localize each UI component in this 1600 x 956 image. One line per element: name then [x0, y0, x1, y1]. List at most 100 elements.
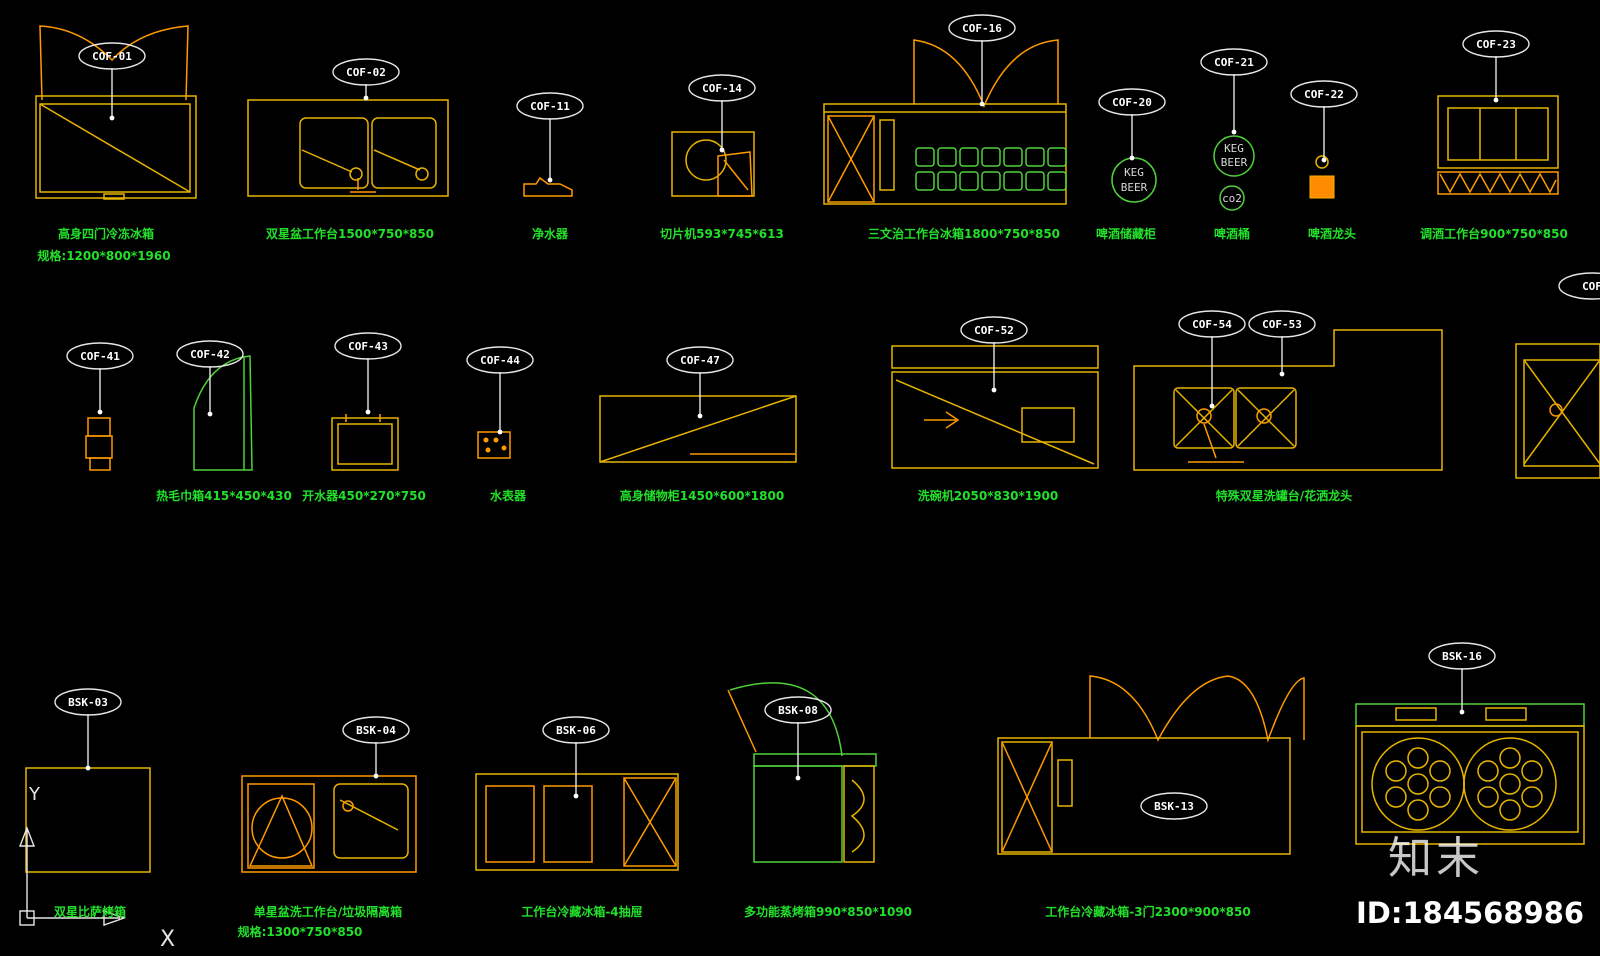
equipment-caption: 单星盆洗工作台/垃圾隔离箱: [254, 904, 402, 919]
equipment-caption: 啤酒储藏柜: [1096, 226, 1156, 241]
fixture-cof-54-53[interactable]: [1133, 329, 1443, 471]
equipment-tag-bsk-08[interactable]: BSK-08: [764, 696, 832, 724]
leader-dot: [97, 409, 103, 415]
tag-bubble: [1290, 80, 1358, 108]
equipment-caption: 啤酒龙头: [1308, 226, 1356, 241]
tag-label: COF-47: [680, 354, 720, 367]
equipment-tag-cof-23[interactable]: COF-23: [1462, 30, 1530, 58]
fixture-bsk-16[interactable]: [1355, 703, 1585, 845]
leader-dot: [1129, 155, 1135, 161]
fixture-cof-47[interactable]: [599, 395, 797, 463]
equipment-tag-cof-42[interactable]: COF-42: [176, 340, 244, 368]
equipment-tag-bsk-06[interactable]: BSK-06: [542, 716, 610, 744]
equipment-captions: 高身四门冷冻冰箱规格:1200*800*1960双星盆工作台1500*750*8…: [37, 226, 1567, 939]
tag-label: COF-23: [1476, 38, 1516, 51]
leader-dot: [795, 775, 801, 781]
equipment-tag-cof-20[interactable]: COF-20: [1098, 88, 1166, 116]
fixture-cof-41[interactable]: [85, 417, 113, 471]
fixture-bsk-06[interactable]: [475, 773, 679, 871]
equipment-caption: 规格:1200*800*1960: [37, 248, 170, 263]
equipment-caption: 净水器: [532, 226, 569, 241]
keg-label: KEG: [1224, 142, 1244, 155]
tag-label: COF-20: [1112, 96, 1152, 109]
tag-bubble: [78, 42, 146, 70]
leader-dot: [979, 101, 985, 107]
fixture-bsk-03[interactable]: [25, 767, 151, 873]
tag-bubble: [176, 340, 244, 368]
leader-dot: [207, 411, 213, 417]
equipment-tag-cof-41[interactable]: COF-41: [66, 342, 134, 370]
equipment-tag-cof-52[interactable]: COF-52: [960, 316, 1028, 344]
leader-dot: [373, 773, 379, 779]
equipment-caption: 工作台冷藏冰箱-3门2300*900*850: [1045, 904, 1250, 919]
burner-ring: [1477, 786, 1499, 808]
tag-label: COF-22: [1304, 88, 1344, 101]
fixture-cof-44[interactable]: [477, 431, 511, 459]
fixture-cof-43[interactable]: [331, 414, 399, 471]
fixture-cof-14[interactable]: [671, 131, 755, 197]
fixture-cof-23[interactable]: [1437, 95, 1559, 195]
tag-label: BSK-04: [356, 724, 396, 737]
burner-ring: [1499, 747, 1521, 769]
equipment-tag-cof-14[interactable]: COF-14: [688, 74, 756, 102]
tag-bubble: [948, 14, 1016, 42]
equipment-tag-cof-16[interactable]: COF-16: [948, 14, 1016, 42]
gn-tray: [937, 147, 957, 167]
fixture-cof-20[interactable]: KEG BEER: [1111, 157, 1157, 203]
gn-tray: [1025, 147, 1045, 167]
beer-label: BEER: [1121, 181, 1148, 194]
ucs-axis-icon: Y X: [18, 784, 175, 952]
equipment-tag-cof-02[interactable]: COF-02: [332, 58, 400, 86]
equipment-caption: 高身储物柜1450*600*1800: [620, 488, 784, 503]
leader-dot: [1459, 709, 1465, 715]
leader-dot: [719, 147, 725, 153]
fixture-bsk-04[interactable]: [241, 775, 417, 873]
equipment-tag-cof-54[interactable]: COF-54: [1178, 310, 1246, 338]
leader-dot: [1321, 157, 1327, 163]
fixture-cof-22[interactable]: [1309, 155, 1335, 199]
fixture-cof-16-trays: [915, 147, 1067, 191]
leader-dot: [365, 409, 371, 415]
equipment-caption: 双星比萨烤箱: [54, 904, 126, 919]
equipment-caption: 开水器450*270*750: [302, 488, 426, 503]
equipment-caption: 规格:1300*750*850: [238, 924, 363, 939]
tag-label: BSK-03: [68, 696, 108, 709]
equipment-caption: 洗碗机2050*830*1900: [918, 488, 1058, 503]
fixture-cof-21[interactable]: KEG BEER co2: [1213, 135, 1255, 211]
gn-tray: [959, 171, 979, 191]
equipment-tag-cof-21[interactable]: COF-21: [1200, 48, 1268, 76]
equipment-tag-bsk-16[interactable]: BSK-16: [1428, 642, 1496, 670]
equipment-tag-cof-22[interactable]: COF-22: [1290, 80, 1358, 108]
tag-bubble: [1428, 642, 1496, 670]
fixture-cof-02[interactable]: [247, 99, 449, 197]
fixture-cof-52[interactable]: [891, 345, 1099, 469]
equipment-tag-cof-11[interactable]: COF-11: [516, 92, 584, 120]
fixture-cof-16[interactable]: [823, 39, 1067, 205]
equipment-tag-cof[interactable]: COF: [1558, 272, 1600, 300]
fixture-bsk-08[interactable]: [727, 682, 877, 863]
fixture-cof-01[interactable]: [35, 25, 197, 200]
fixture-cof-11[interactable]: [523, 176, 573, 197]
equipment-tag-cof-44[interactable]: COF-44: [466, 346, 534, 374]
fixture-cof-42[interactable]: [193, 355, 253, 471]
equipment-tag-cof-53[interactable]: COF-53: [1248, 310, 1316, 338]
burner-ring: [1521, 786, 1543, 808]
equipment-tags: COF-01COF-02COF-11COF-14COF-16COF-20COF-…: [54, 14, 1600, 820]
fixture-bsk-13[interactable]: [997, 675, 1305, 855]
tag-bubble: [516, 92, 584, 120]
equipment-tag-cof-47[interactable]: COF-47: [666, 346, 734, 374]
fixture-partial-right[interactable]: [1515, 343, 1600, 479]
equipment-tag-cof-01[interactable]: COF-01: [78, 42, 146, 70]
equipment-tag-bsk-13[interactable]: BSK-13: [1140, 792, 1208, 820]
equipment-tag-bsk-04[interactable]: BSK-04: [342, 716, 410, 744]
equipment-tag-cof-43[interactable]: COF-43: [334, 332, 402, 360]
tag-label: COF-53: [1262, 318, 1302, 331]
leader-dot: [1493, 97, 1499, 103]
equipment-tag-bsk-03[interactable]: BSK-03: [54, 688, 122, 716]
burner-ring: [1521, 760, 1543, 782]
equipment-caption: 调酒工作台900*750*850: [1420, 226, 1568, 241]
leader-dot: [547, 177, 553, 183]
gn-tray: [937, 171, 957, 191]
gn-tray: [1025, 171, 1045, 191]
